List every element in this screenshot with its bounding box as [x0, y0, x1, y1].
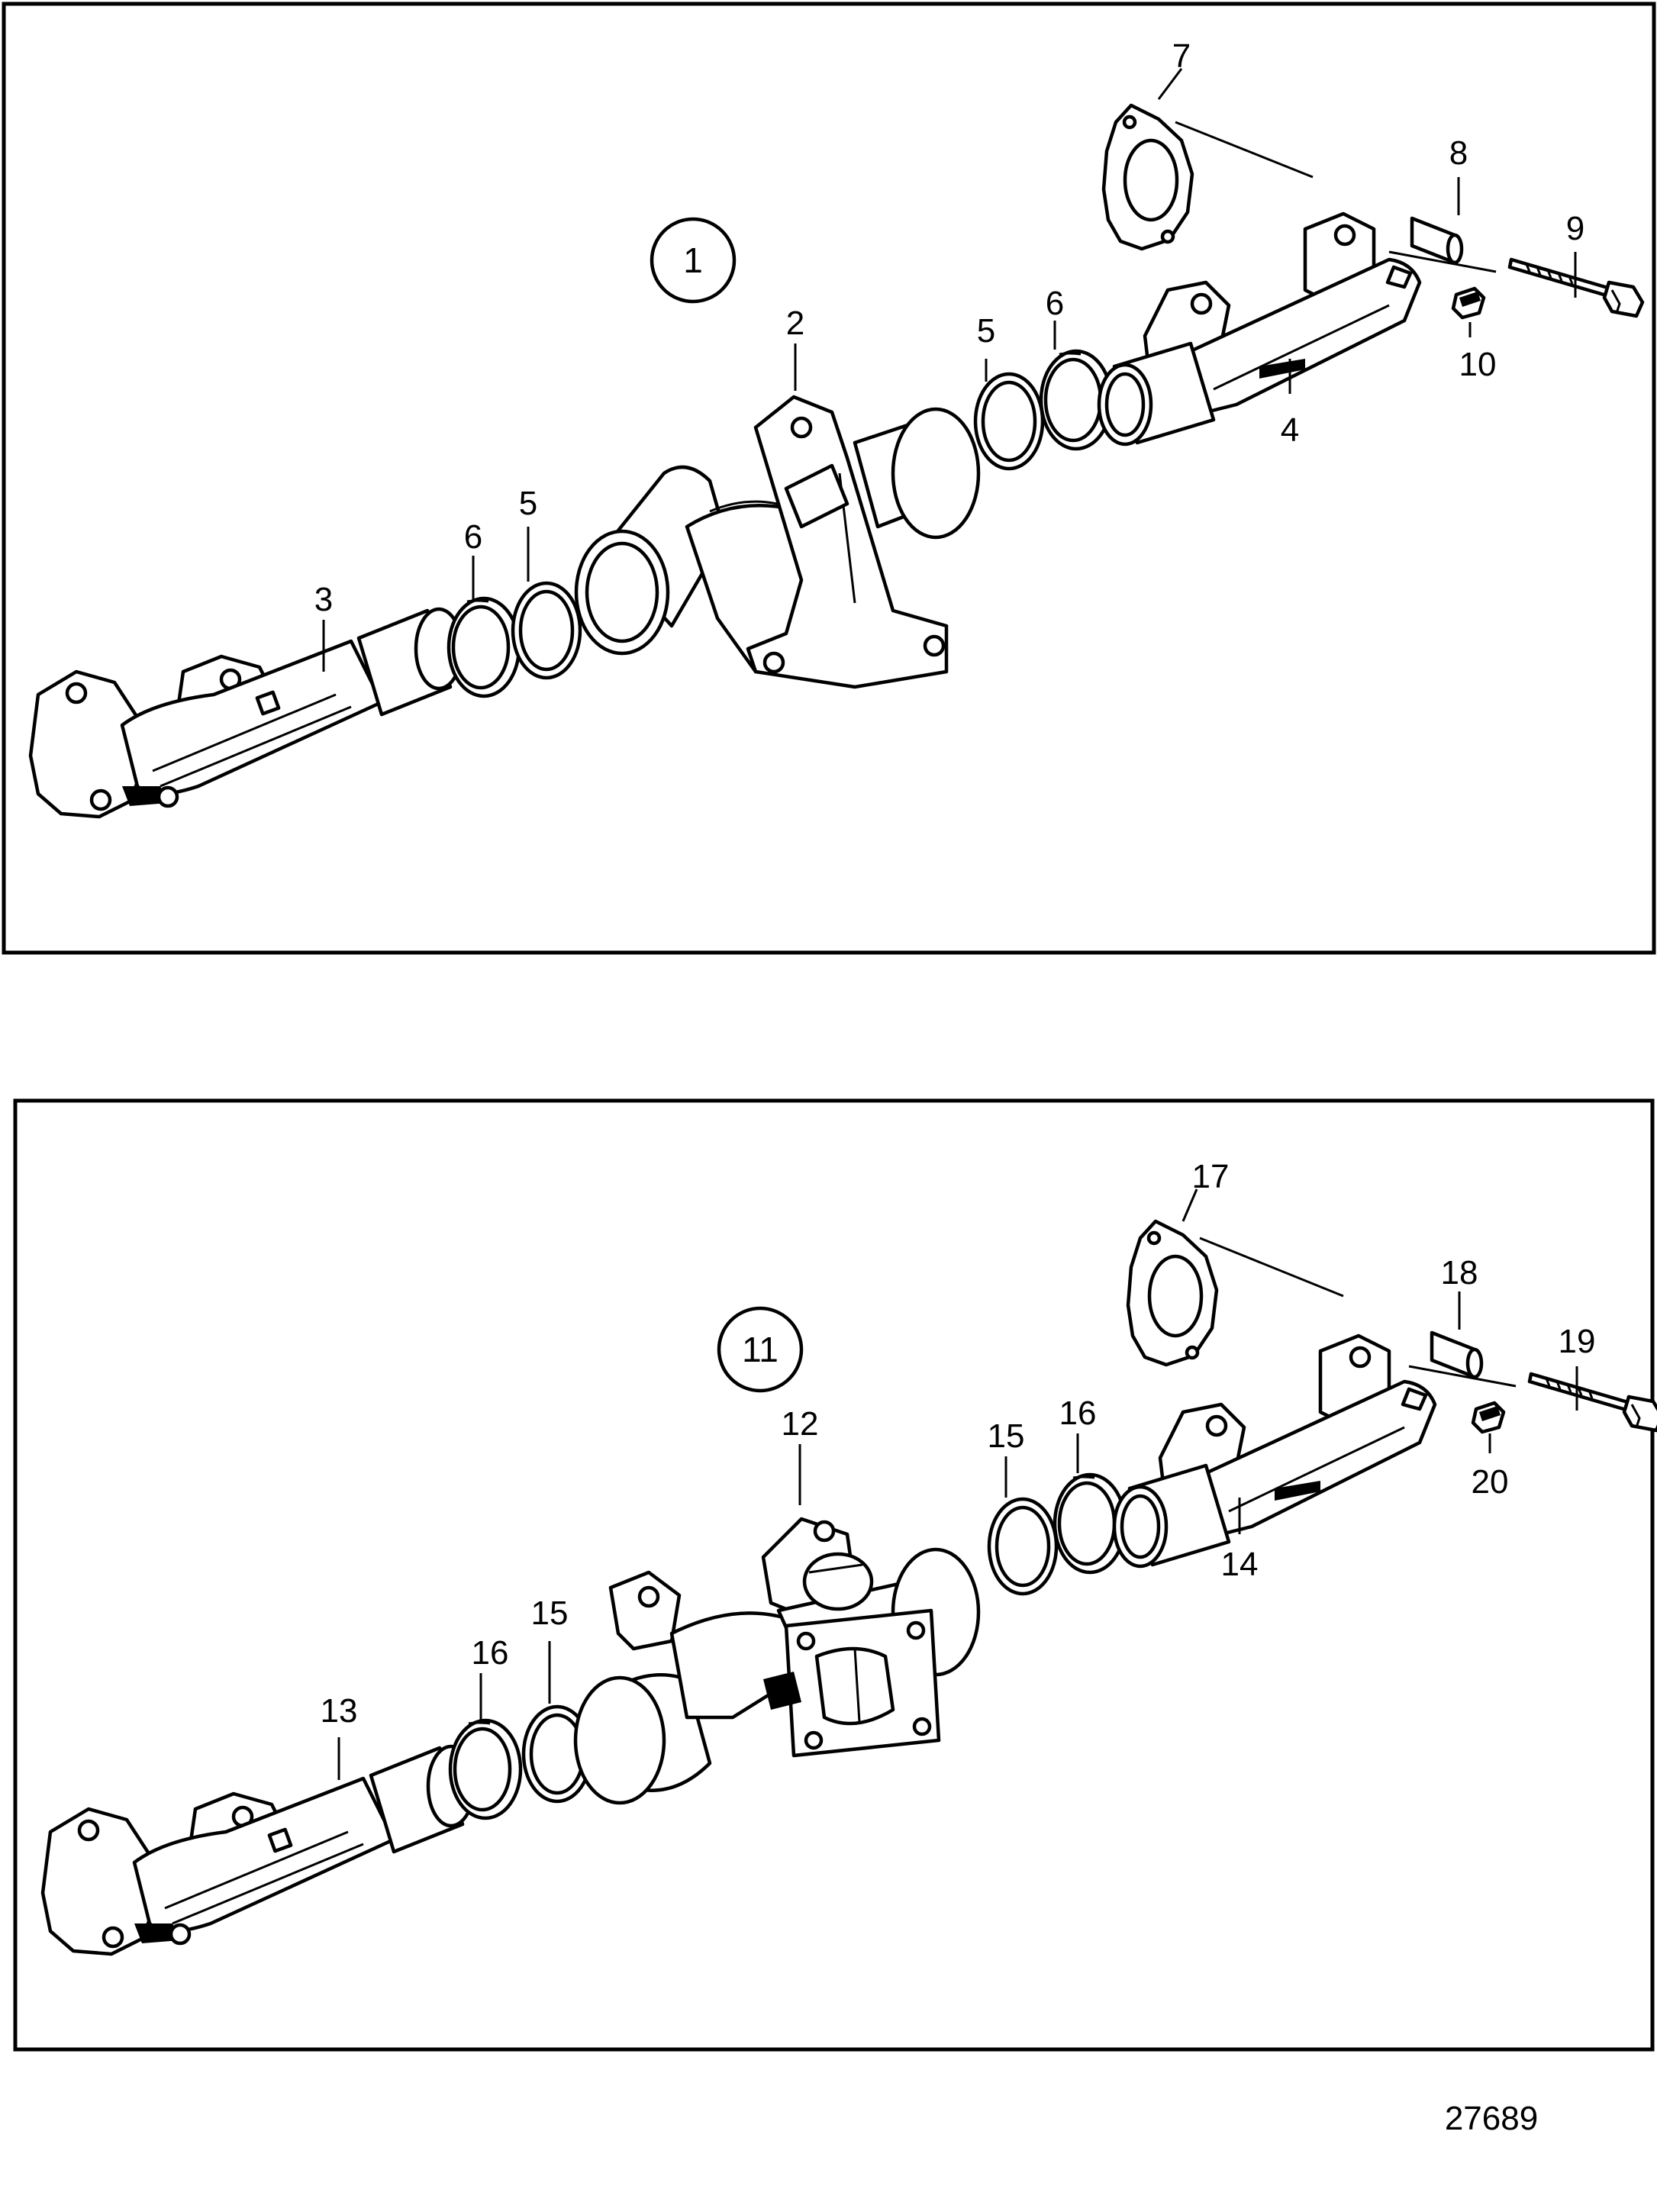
callout-15: 15 [988, 1417, 1025, 1455]
panel-1-frame [2, 2, 1656, 955]
panel-1: 1 [2, 2, 1656, 955]
callout-19: 19 [1559, 1323, 1596, 1360]
part-7-gasket [1104, 105, 1192, 249]
part-2-manifold [574, 395, 981, 689]
callout-9: 9 [1566, 210, 1584, 247]
part-16-seal [450, 1720, 521, 1818]
part-10-plug [1453, 289, 1484, 318]
callout-3: 3 [314, 581, 333, 618]
part-17-gasket [1128, 1221, 1217, 1365]
part-5-ring [513, 583, 580, 678]
part-19-bolt [1530, 1374, 1657, 1430]
part-12-manifold [573, 1517, 981, 1805]
callout-15-left: 15 [531, 1595, 569, 1632]
callout-16: 16 [1059, 1395, 1097, 1432]
callout-13: 13 [321, 1692, 358, 1730]
variant-badge-1 [650, 217, 737, 304]
part-15-ring-right [989, 1499, 1056, 1594]
callout-4: 4 [1281, 411, 1299, 449]
callout-17: 17 [1192, 1158, 1230, 1195]
part-18-sleeve [1432, 1333, 1481, 1377]
variant-label-1: 1 [683, 240, 703, 280]
panel-2: 11 [13, 1098, 1657, 2052]
callout-5-left: 5 [519, 485, 537, 522]
panel-2-frame [13, 1098, 1655, 2052]
variant-badge-11 [717, 1306, 804, 1393]
part-20-plug [1473, 1403, 1504, 1432]
part-13-manifold [43, 1746, 474, 1954]
part-14-manifold [1114, 1336, 1435, 1566]
variant-label-11: 11 [742, 1330, 779, 1369]
callout-16-left: 16 [472, 1634, 509, 1672]
part-8-sleeve [1412, 218, 1462, 263]
part-3-manifold [31, 609, 462, 817]
callout-6-left: 6 [464, 518, 482, 556]
callout-8: 8 [1449, 134, 1468, 172]
callout-18: 18 [1441, 1254, 1478, 1291]
callout-5: 5 [977, 312, 995, 350]
callout-10: 10 [1459, 346, 1497, 383]
callout-14: 14 [1221, 1546, 1259, 1583]
part-5-ring-right [975, 374, 1043, 469]
callout-2: 2 [786, 305, 804, 342]
callout-6: 6 [1046, 285, 1064, 322]
figure-number: 27689 [1445, 2100, 1538, 2137]
callout-7: 7 [1172, 37, 1191, 75]
callout-12: 12 [782, 1405, 819, 1443]
part-6-seal [449, 598, 519, 696]
callout-20: 20 [1472, 1463, 1509, 1501]
